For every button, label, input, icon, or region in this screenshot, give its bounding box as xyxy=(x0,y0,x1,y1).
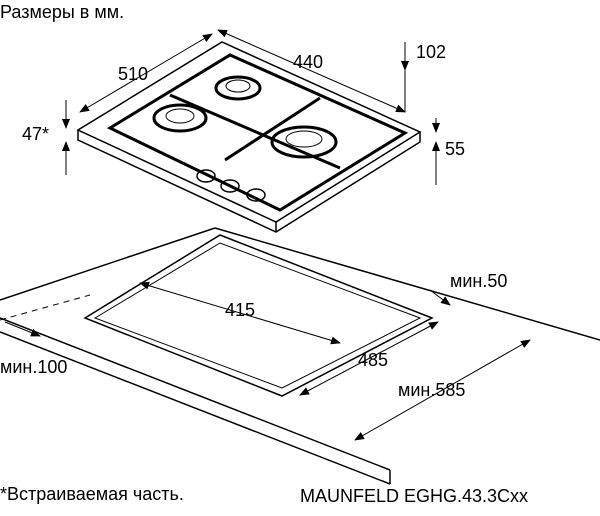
footnote: *Встраиваемая часть. xyxy=(0,484,184,504)
title: Размеры в мм. xyxy=(0,2,124,22)
dim-min-side: мин.100 xyxy=(0,357,67,377)
model-name: MAUNFELD EGHG.43.3Cxx xyxy=(300,486,528,506)
knob xyxy=(246,188,266,202)
dim-min-worktop: мин.585 xyxy=(398,380,465,400)
dim-built-in-height: 47* xyxy=(22,124,49,144)
dim-height-above: 55 xyxy=(445,139,465,159)
burner-large xyxy=(270,125,338,159)
dim-depth: 510 xyxy=(118,64,148,84)
knob xyxy=(220,179,240,193)
dim-min-back: мин.50 xyxy=(450,271,507,291)
dim-cutout-depth: 485 xyxy=(358,350,388,370)
dim-total-height: 102 xyxy=(416,42,446,62)
dim-cutout-width: 415 xyxy=(225,300,255,320)
worktop-drawing xyxy=(0,227,600,485)
dim-width: 440 xyxy=(293,52,323,72)
cutout xyxy=(83,234,434,397)
knob xyxy=(196,169,216,183)
